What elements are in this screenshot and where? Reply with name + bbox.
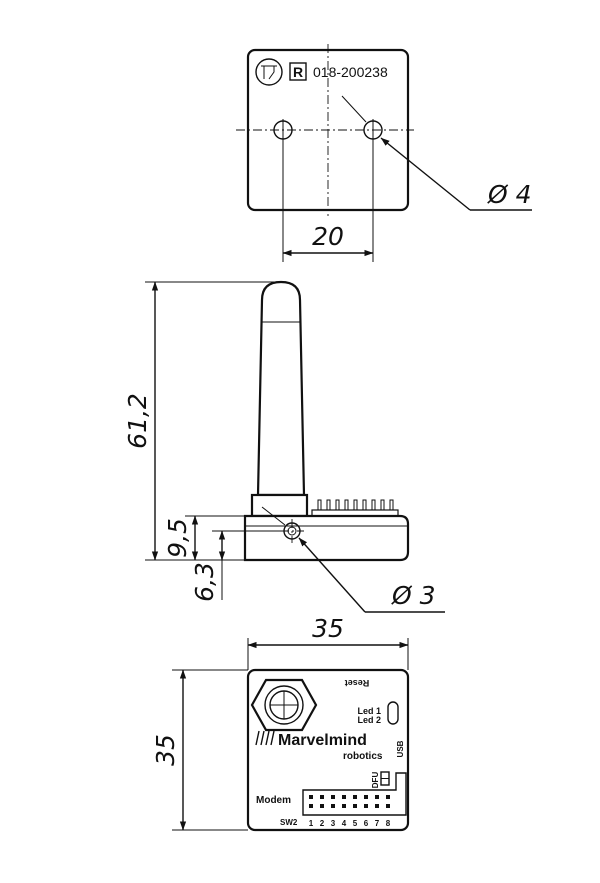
- switch-number: 6: [364, 819, 369, 828]
- pin-hole: [353, 804, 357, 808]
- pin-hole: [386, 795, 390, 799]
- brand-subtitle: robotics: [343, 751, 383, 762]
- pin-hole: [364, 795, 368, 799]
- certificate-number: 018-200238: [313, 64, 388, 80]
- height-label: 35: [151, 734, 180, 766]
- usb-label: USB: [396, 740, 405, 757]
- switch-number: 7: [375, 819, 380, 828]
- side-hole-diameter-label: Ø 3: [391, 581, 436, 610]
- sw2-label: SW2: [280, 818, 298, 827]
- pin-hole: [309, 795, 313, 799]
- switch-number: 4: [342, 819, 347, 828]
- top-view: R 018-200238 Ø 4 20: [236, 44, 532, 262]
- pin-hole: [386, 804, 390, 808]
- pin-header-holes: [309, 795, 390, 808]
- dfu-label: DFU: [371, 772, 380, 789]
- hole-spacing-label: 20: [312, 222, 344, 251]
- antenna-connector: [250, 493, 309, 518]
- led2-label: Led 2: [357, 715, 381, 725]
- pin-hole: [342, 804, 346, 808]
- switch-number: 2: [320, 819, 325, 828]
- led1-label: Led 1: [357, 706, 381, 716]
- antenna: [256, 280, 306, 497]
- switch-number: 8: [386, 819, 391, 828]
- pin-hole: [353, 795, 357, 799]
- reset-label: Reset: [345, 678, 370, 688]
- pin-hole: [320, 795, 324, 799]
- led-window: [387, 701, 399, 725]
- switch-number: 3: [331, 819, 336, 828]
- hole-diameter-label: Ø 4: [487, 180, 532, 209]
- side-view: Ø 3 61,2 9,5 6,3: [123, 280, 445, 613]
- hole-height-label: 6,3: [190, 562, 219, 602]
- width-label: 35: [312, 614, 344, 643]
- certification-logo: [255, 58, 283, 86]
- registered-mark-box: [289, 62, 307, 81]
- pin-hole: [375, 795, 379, 799]
- side-view-body: [243, 514, 410, 562]
- modem-label: Modem: [256, 795, 291, 806]
- pin-hole: [375, 804, 379, 808]
- pin-hole: [309, 804, 313, 808]
- pin-header: [311, 499, 399, 517]
- pin-hole: [320, 804, 324, 808]
- pin-hole: [364, 804, 368, 808]
- total-height-label: 61,2: [123, 393, 152, 449]
- pin-hole: [342, 795, 346, 799]
- pin-hole: [331, 804, 335, 808]
- registered-mark: R: [293, 64, 303, 80]
- switch-number: 5: [353, 819, 358, 828]
- bottom-view: Reset Led 1 Led 2 USB Marvelmind robotic…: [151, 614, 410, 832]
- base-height-label: 9,5: [163, 518, 192, 558]
- pin-hole: [331, 795, 335, 799]
- switch-number: 1: [309, 819, 314, 828]
- brand-name: Marvelmind: [278, 732, 367, 749]
- pin-header-outline: [302, 772, 407, 816]
- brand-logo-icon: [255, 730, 275, 746]
